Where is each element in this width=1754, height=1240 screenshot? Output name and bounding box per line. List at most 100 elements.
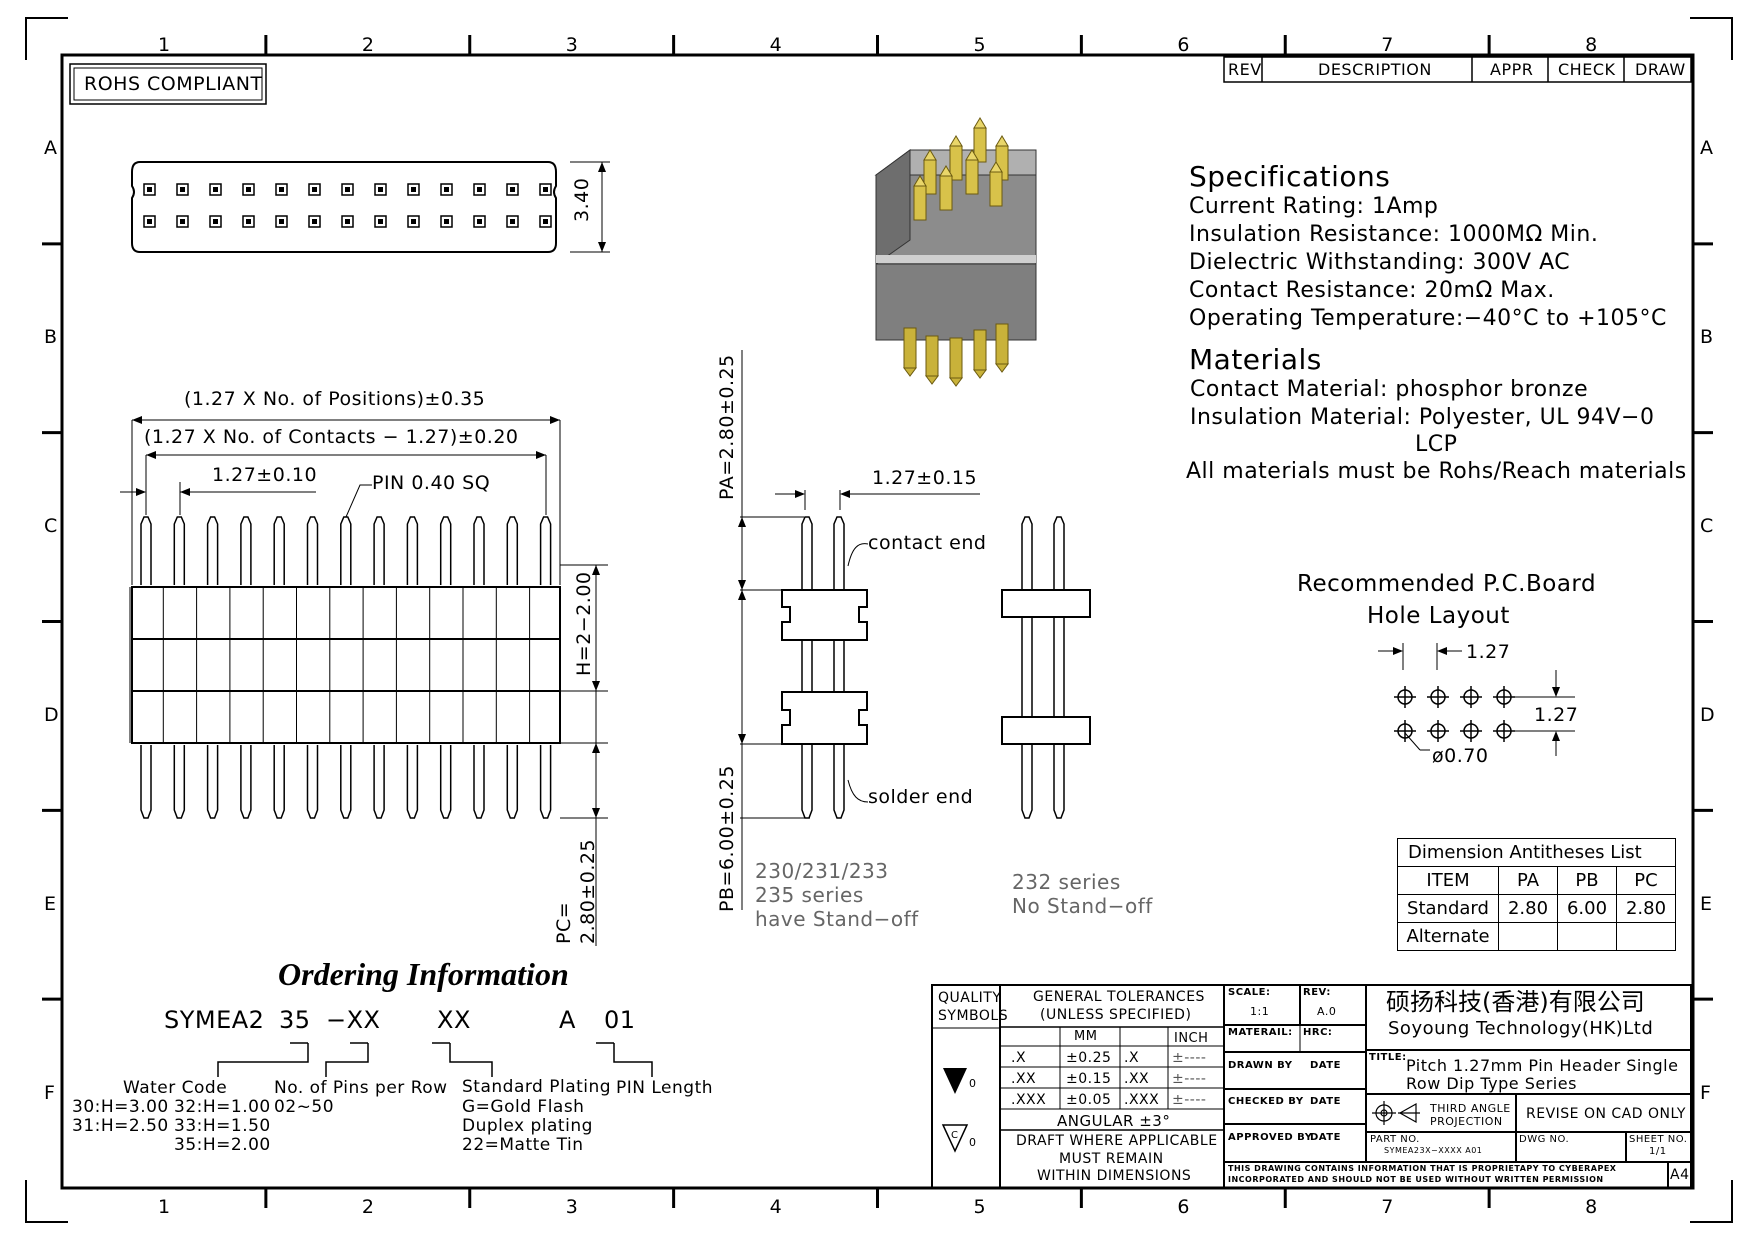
ordering-title: Ordering Information — [278, 956, 569, 992]
zone-label: B — [44, 326, 58, 349]
zone-label: 3 — [565, 1196, 579, 1218]
pin-square-inner — [543, 187, 548, 192]
general-tolerances: GENERAL TOLERANCES — [1033, 989, 1205, 1005]
table-cell: 6.00 — [1557, 894, 1617, 923]
rohs-box-outer — [69, 63, 267, 105]
checked-by-label: CHECKED BY — [1228, 1096, 1304, 1107]
pcb-hole-layout — [1378, 643, 1575, 756]
tolerance-cell: ±0.15 — [1066, 1071, 1112, 1087]
sheet-no: 1/1 — [1649, 1146, 1667, 1157]
pin-square — [275, 215, 288, 228]
water-code-item: 33:H=1.50 — [174, 1116, 271, 1136]
render-pin-tip — [995, 363, 1009, 373]
render-pin-tip — [939, 165, 953, 177]
revision-table — [1223, 56, 1692, 83]
proprietary-note: THIS DRAWING CONTAINS INFORMATION THAT I… — [1228, 1164, 1617, 1173]
dimension-table: Dimension Antitheses List ITEM PA PB PC … — [1397, 838, 1676, 951]
render-pin-bottom — [949, 337, 963, 379]
zone-label: 5 — [973, 1196, 987, 1218]
pin-solder-end — [473, 745, 485, 819]
trim-marks — [25, 17, 1733, 1223]
date-label: DATE — [1310, 1096, 1341, 1107]
pin-square — [407, 215, 420, 228]
inch-header: INCH — [1174, 1031, 1209, 1046]
pin-square-inner — [411, 187, 416, 192]
pin-square-inner — [411, 219, 416, 224]
pin-square — [539, 215, 552, 228]
zone-label: 2 — [361, 1196, 375, 1218]
draft-note: MUST REMAIN — [1059, 1151, 1164, 1167]
approved-by-label: APPROVED BY — [1228, 1132, 1313, 1143]
tolerance-cell: ±0.25 — [1066, 1050, 1112, 1066]
description-header: DESCRIPTION — [1318, 60, 1432, 79]
table-cell — [1557, 922, 1617, 951]
zone-label: C — [1700, 515, 1714, 538]
pin-square — [209, 183, 222, 196]
pcb-title-2: Hole Layout — [1367, 603, 1510, 629]
pin-square — [143, 215, 156, 228]
pin-square-inner — [543, 219, 548, 224]
dim-pc: PC= 2.80±0.25 — [553, 838, 599, 944]
pin-solder-end — [406, 745, 419, 819]
zone-label: 7 — [1381, 1196, 1394, 1218]
series-standoff-3: have Stand−off — [755, 907, 919, 931]
third-angle-projection-icon — [1372, 1101, 1420, 1125]
render-pin-bottom — [925, 335, 939, 377]
zone-label: 5 — [973, 34, 987, 56]
render-pin-tip — [949, 377, 963, 387]
series-standoff-1: 230/231/233 — [755, 859, 889, 883]
series-nostandoff-2: No Stand−off — [1012, 894, 1153, 918]
zone-label: 1 — [157, 34, 171, 56]
pin-side — [833, 744, 845, 819]
date-label: DATE — [1310, 1060, 1341, 1071]
tolerance-cell: ±0.05 — [1066, 1092, 1112, 1108]
pin-solder-end — [506, 745, 519, 819]
spec-line: Operating Temperature:−40°C to +105°C — [1189, 306, 1667, 331]
render-pin-top — [965, 159, 979, 195]
contact-end-label: contact end — [868, 532, 987, 554]
tolerance-cell: .XXX — [1011, 1092, 1047, 1108]
pin-square-inner — [345, 219, 350, 224]
render-pin-tip — [903, 367, 917, 377]
pin-solder-end — [439, 745, 452, 819]
order-code-part: XX — [437, 1006, 471, 1034]
pin-contact-end — [373, 516, 385, 585]
sheet-no-label: SHEET NO. — [1629, 1134, 1688, 1145]
pin-square — [308, 215, 321, 228]
pin-square-inner — [213, 219, 218, 224]
zone-label: B — [1700, 326, 1714, 349]
plating-option: G=Gold Flash — [462, 1097, 585, 1117]
col-header: PA — [1498, 866, 1558, 895]
draft-note: WITHIN DIMENSIONS — [1037, 1168, 1192, 1184]
zone-label: 1 — [157, 1196, 171, 1218]
zone-label: 3 — [565, 34, 579, 56]
pin-side — [1053, 744, 1065, 819]
zone-label: D — [1700, 703, 1716, 726]
dwg-no-label: DWG NO. — [1519, 1134, 1570, 1145]
render-pin-top — [939, 175, 953, 211]
table-cell: Standard — [1397, 894, 1499, 923]
pin-square — [473, 183, 486, 196]
pin-side — [1053, 516, 1065, 590]
pin-square — [440, 215, 453, 228]
hrc-label: HRC: — [1303, 1027, 1333, 1038]
pin-square — [341, 183, 354, 196]
pin-contact-end — [173, 516, 186, 585]
angular-tolerance: ANGULAR ±3° — [1057, 1112, 1171, 1130]
revise-note: REVISE ON CAD ONLY — [1526, 1106, 1686, 1122]
part-no: SYMEA23X−XXXX A01 — [1384, 1146, 1483, 1155]
pcb-title-1: Recommended P.C.Board — [1297, 571, 1597, 597]
plating-option: Duplex plating — [462, 1116, 593, 1136]
zone-label: 8 — [1585, 1196, 1598, 1218]
tolerance-cell: .XX — [1011, 1071, 1037, 1087]
pin-square-inner — [213, 187, 218, 192]
pin-contact-end — [206, 516, 219, 585]
order-code-part: −XX — [326, 1006, 381, 1034]
dimension-table-title: Dimension Antitheses List — [1397, 838, 1676, 867]
order-code-part: 35 — [279, 1006, 311, 1034]
order-code-part: SYMEA2 — [164, 1006, 265, 1034]
pin-contact-end — [406, 516, 419, 585]
quality-symbol-value: 0 — [969, 1077, 977, 1090]
pin-square-inner — [180, 187, 185, 192]
pin-square — [506, 183, 519, 196]
